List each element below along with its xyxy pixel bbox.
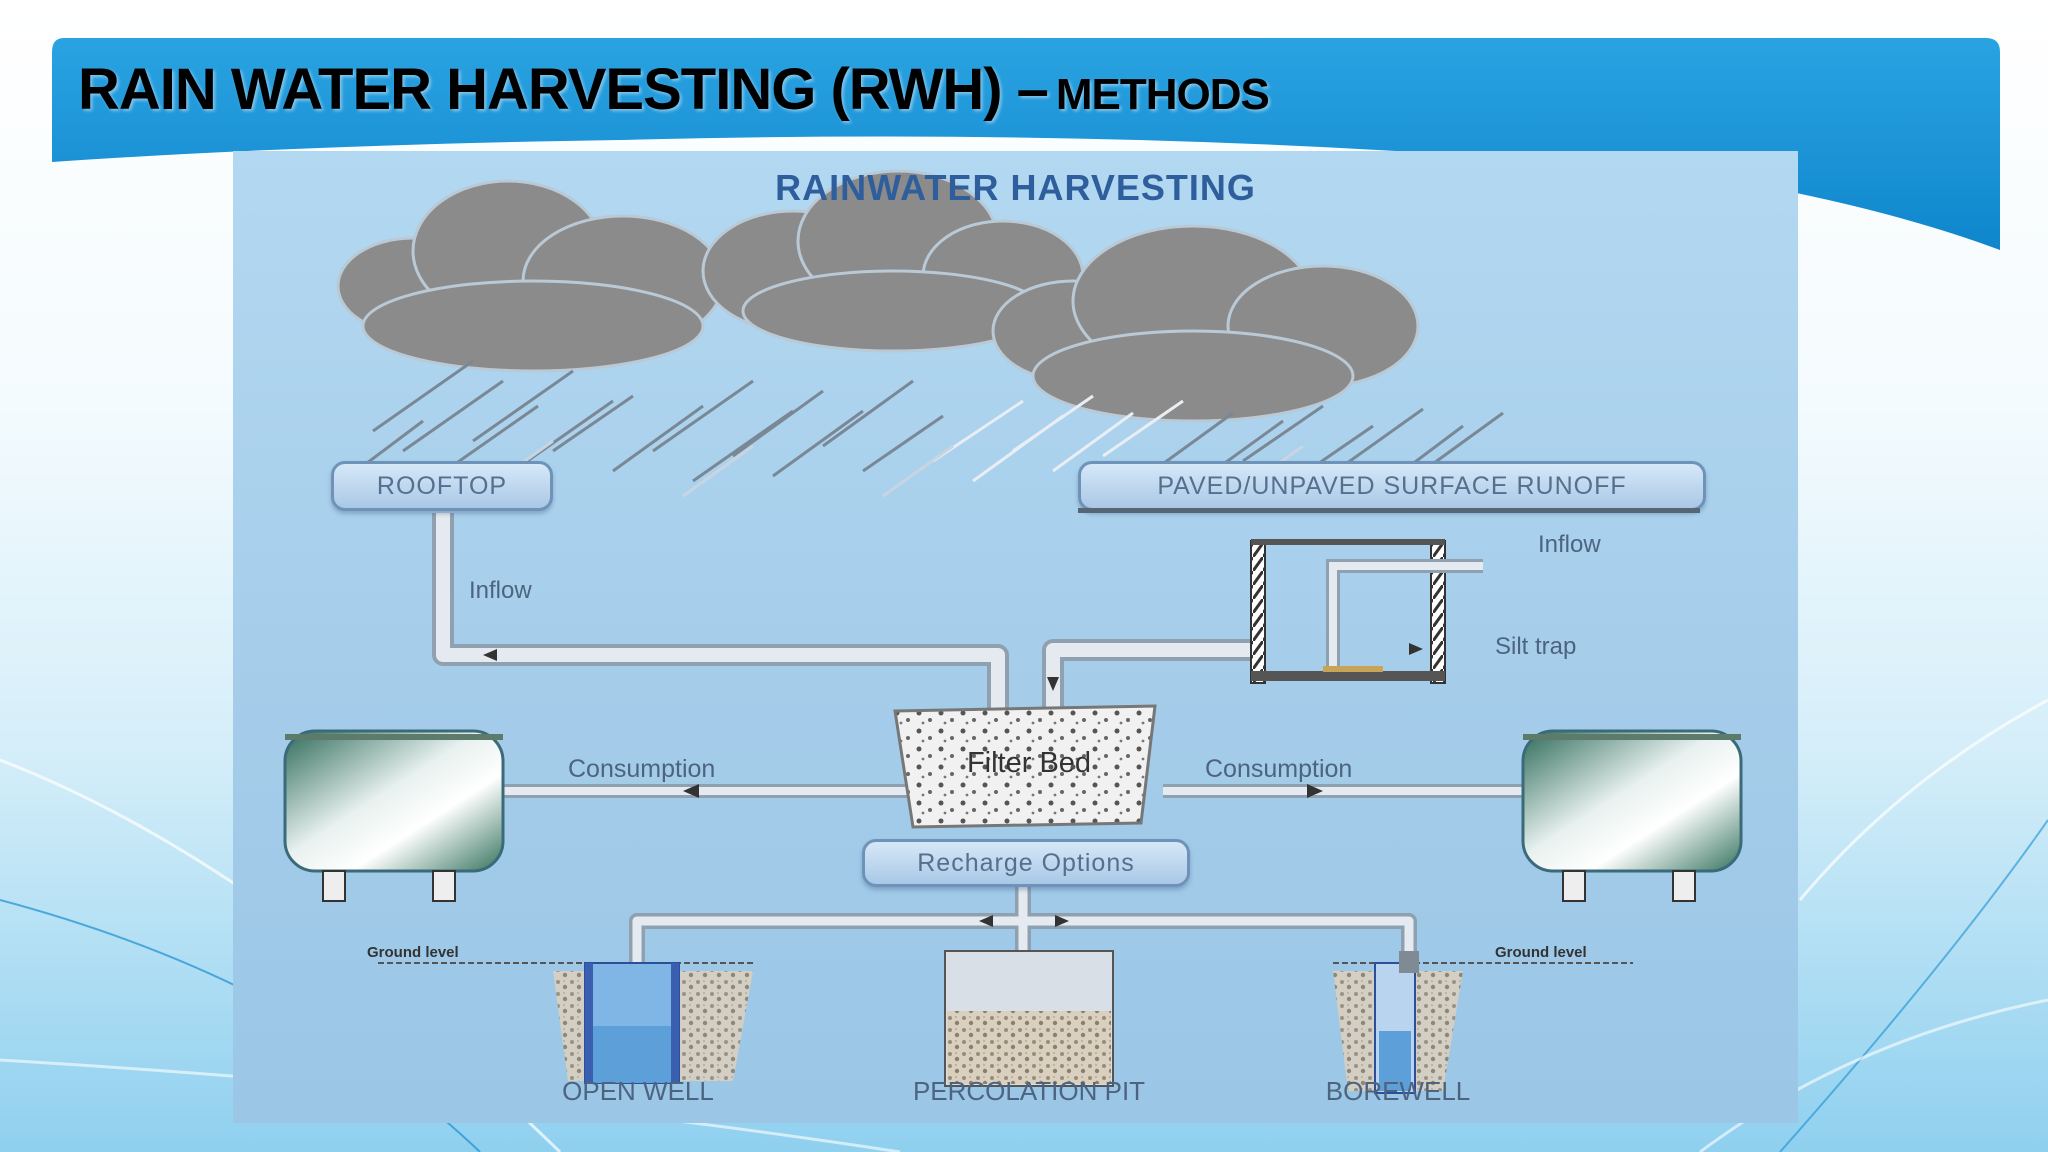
surface-runoff-label: PAVED/UNPAVED SURFACE RUNOFF <box>1078 461 1706 511</box>
silt-trap-label: Silt trap <box>1495 633 1577 660</box>
recharge-options-label: Recharge Options <box>862 839 1190 887</box>
header-band <box>52 38 2000 250</box>
percolation-pit-label: PERCOLATION PIT <box>912 1076 1146 1106</box>
slide-title: RAIN WATER HARVESTING (RWH) – METHODS <box>78 56 1270 123</box>
consumption-right-arrow-icon <box>1307 784 1323 798</box>
percolation-pit <box>944 950 1114 1087</box>
consumption-left-arrow-icon <box>683 784 699 798</box>
diagram-title: RAINWATER HARVESTING <box>775 167 1256 208</box>
slide-title-sub: METHODS <box>1055 70 1270 119</box>
borewell <box>1333 951 1463 1094</box>
silt-trap-chamber <box>1250 539 1483 684</box>
cloud-icon-left <box>336 179 725 373</box>
slide-title-main: RAIN WATER HARVESTING (RWH) – <box>78 57 1049 122</box>
rooftop-label: ROOFTOP <box>331 461 553 511</box>
diagram-graphics <box>283 169 1743 1094</box>
storage-tank-right <box>1521 729 1743 902</box>
borewell-label: BOREWELL <box>1325 1076 1471 1106</box>
ground-level-label-right: Ground level <box>1495 944 1587 961</box>
inflow-label-right: Inflow <box>1538 531 1601 558</box>
inflow-arrow-icon <box>483 649 497 661</box>
rooftop-inflow-pipe <box>432 513 1009 711</box>
runoff-ground-line <box>1078 508 1700 513</box>
consumption-label-left: Consumption <box>568 755 716 783</box>
rwh-diagram: RAINWATER HARVESTING ROOFTOP PAVED/UNPAV… <box>233 151 1798 1123</box>
cloud-icon-right <box>991 224 1420 423</box>
inflow-label-left: Inflow <box>469 577 532 604</box>
open-well-label: OPEN WELL <box>562 1076 714 1106</box>
filter-bed-label: Filter Bed <box>966 747 1092 779</box>
filter-bed <box>893 704 1157 829</box>
consumption-label-right: Consumption <box>1205 755 1353 783</box>
open-well <box>553 962 753 1084</box>
storage-tank-left <box>283 729 505 902</box>
ground-level-label-left: Ground level <box>367 944 459 961</box>
